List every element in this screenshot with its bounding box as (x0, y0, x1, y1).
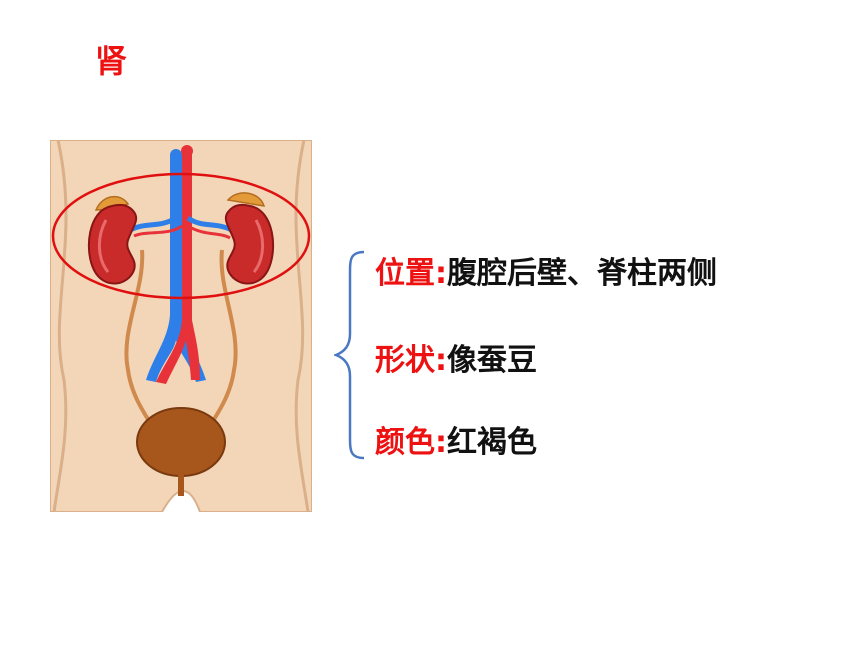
left-kidney (87, 203, 138, 285)
property-color: 颜色:红褐色 (375, 417, 537, 461)
page-title: 肾 (95, 42, 128, 80)
kidney-highlight-ellipse (51, 172, 311, 300)
right-ureter (206, 249, 238, 431)
right-kidney (224, 203, 275, 285)
property-separator: : (435, 425, 447, 460)
property-location: 位置:腹腔后壁、脊柱两侧 (375, 248, 717, 292)
urinary-system-illustration (50, 140, 312, 512)
right-adrenal-gland (226, 192, 266, 207)
urethra (178, 472, 184, 496)
property-value: 腹腔后壁、脊柱两侧 (447, 256, 717, 291)
property-label: 位置 (375, 256, 435, 291)
property-separator: : (435, 343, 447, 378)
aorta (156, 150, 200, 384)
property-label: 颜色 (375, 425, 435, 460)
curly-brace (334, 250, 365, 460)
property-shape: 形状:像蚕豆 (375, 335, 537, 379)
torso-right-contour (294, 140, 310, 512)
torso-left-contour (52, 140, 68, 512)
bladder (136, 407, 226, 477)
left-ureter (124, 249, 156, 431)
vena-cava (146, 155, 206, 382)
property-label: 形状 (375, 343, 435, 378)
property-value: 红褐色 (447, 425, 537, 460)
property-separator: : (435, 256, 447, 291)
property-value: 像蚕豆 (447, 343, 537, 378)
